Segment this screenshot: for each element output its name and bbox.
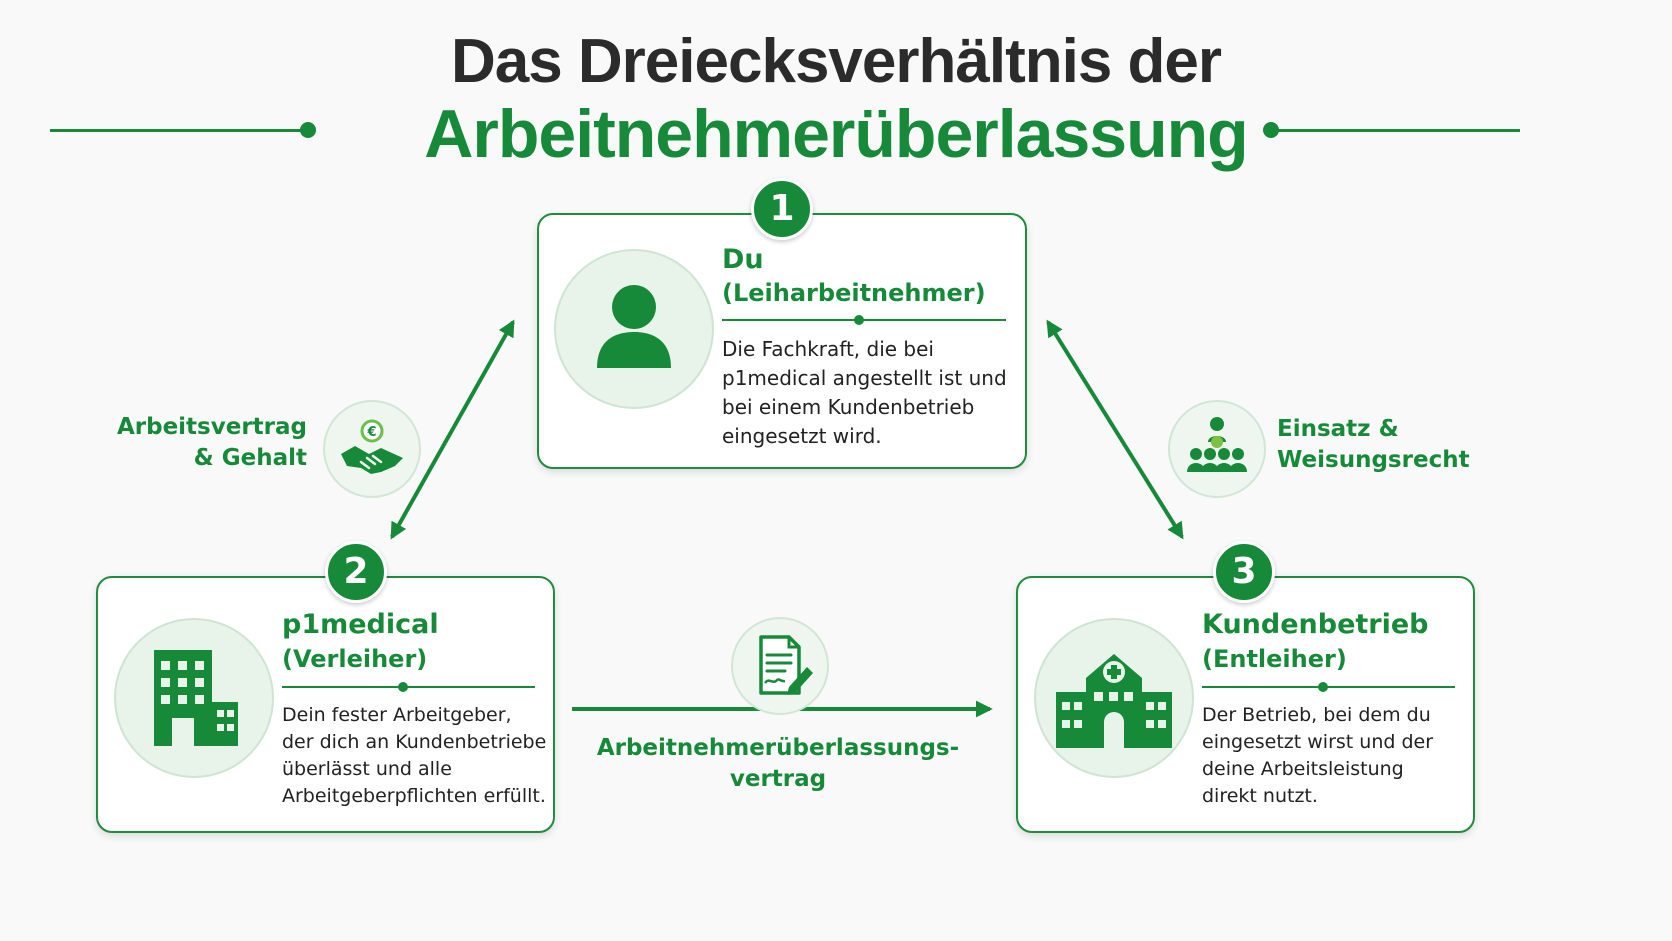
card-employee: Du (Leiharbeitnehmer) Die Fachkraft, die…: [537, 213, 1027, 469]
title-divider-left-dot: [300, 122, 316, 138]
relation-assignment-label: Einsatz & Weisungsrecht: [1277, 414, 1470, 476]
title-divider-left: [50, 129, 308, 132]
card-lender-description-line: Arbeitgeberpflichten erfüllt.: [282, 785, 546, 807]
card-borrower-title: Kundenbetrieb: [1202, 609, 1429, 640]
badge-number-3: 3: [1213, 541, 1275, 603]
card-borrower-description-line: Der Betrieb, bei dem du: [1202, 704, 1431, 726]
card-lender-description-line: der dich an Kundenbetriebe: [282, 731, 547, 753]
card-employee-description-line: bei einem Kundenbetrieb: [722, 395, 975, 419]
card-lender-description-line: Dein fester Arbeitgeber,: [282, 704, 512, 726]
card-employee-divider-dot: [854, 315, 864, 325]
relation-employment-label-line: Arbeitsvertrag: [116, 414, 307, 440]
card-lender-description: Dein fester Arbeitgeber, der dich an Kun…: [282, 702, 546, 810]
card-borrower: Kundenbetrieb (Entleiher) Der Betrieb, b…: [1016, 576, 1475, 833]
card-borrower-description-line: direkt nutzt.: [1202, 785, 1318, 807]
card-borrower-subtitle: (Entleiher): [1202, 645, 1347, 673]
relation-assignment-label-line: Einsatz &: [1277, 416, 1399, 442]
hospital-icon: [1056, 654, 1172, 748]
card-lender-description-line: überlässt und alle: [282, 758, 452, 780]
card-employee-icon-circle: [554, 249, 714, 409]
badge-number-1: 1: [751, 178, 813, 240]
card-lender-icon-circle: [114, 618, 274, 778]
relation-contract-label-line: vertrag: [729, 766, 827, 792]
card-lender-title: p1medical: [282, 609, 439, 640]
title-divider-right-dot: [1263, 122, 1279, 138]
relation-employment-label: Arbeitsvertrag & Gehalt: [117, 412, 307, 474]
card-borrower-description-line: eingesetzt wirst und der: [1202, 731, 1434, 753]
card-employee-subtitle: (Leiharbeitnehmer): [722, 279, 986, 307]
signed-contract-icon: [759, 635, 813, 695]
person-icon: [597, 285, 671, 368]
card-lender: p1medical (Verleiher) Dein fester Arbeit…: [96, 576, 555, 833]
relation-contract-label: Arbeitnehmerüberlassungs- vertrag: [578, 733, 978, 795]
arrow-employee-borrower: [1046, 319, 1184, 540]
card-employee-description-line: p1medical angestellt ist und: [722, 366, 1007, 390]
office-building-icon: [154, 650, 238, 746]
card-employee-title: Du: [722, 244, 764, 275]
relation-contract-icon-circle: [731, 617, 829, 715]
card-lender-subtitle: (Verleiher): [282, 645, 428, 673]
card-employee-description: Die Fachkraft, die bei p1medical angeste…: [722, 335, 1007, 451]
title-divider-right: [1276, 129, 1520, 132]
arrow-lender-employee: [390, 319, 515, 540]
handshake-euro-icon: €: [341, 419, 403, 474]
card-employee-description-line: eingesetzt wird.: [722, 424, 882, 448]
svg-text:€: €: [366, 425, 376, 440]
relation-assignment-icon-circle: [1168, 400, 1266, 498]
page-title-line-2: Arbeitnehmerüberlassung: [424, 96, 1248, 172]
card-lender-divider-dot: [398, 682, 408, 692]
card-borrower-icon-circle: [1034, 618, 1194, 778]
card-borrower-description-line: deine Arbeitsleistung: [1202, 758, 1404, 780]
team-hierarchy-icon: [1187, 417, 1247, 472]
card-employee-divider: [722, 319, 1006, 321]
card-employee-description-line: Die Fachkraft, die bei: [722, 337, 934, 361]
relation-assignment-label-line: Weisungsrecht: [1277, 447, 1470, 473]
card-borrower-divider-dot: [1318, 682, 1328, 692]
relation-employment-label-line: & Gehalt: [193, 445, 307, 471]
relation-contract-label-line: Arbeitnehmerüberlassungs-: [596, 735, 960, 761]
card-lender-divider: [282, 686, 535, 688]
badge-number-2: 2: [325, 541, 387, 603]
page-title-line-1: Das Dreiecksverhältnis der: [450, 27, 1222, 96]
card-borrower-description: Der Betrieb, bei dem du eingesetzt wirst…: [1202, 702, 1433, 810]
relation-employment-icon-circle: €: [323, 400, 421, 498]
card-borrower-divider: [1202, 686, 1455, 688]
